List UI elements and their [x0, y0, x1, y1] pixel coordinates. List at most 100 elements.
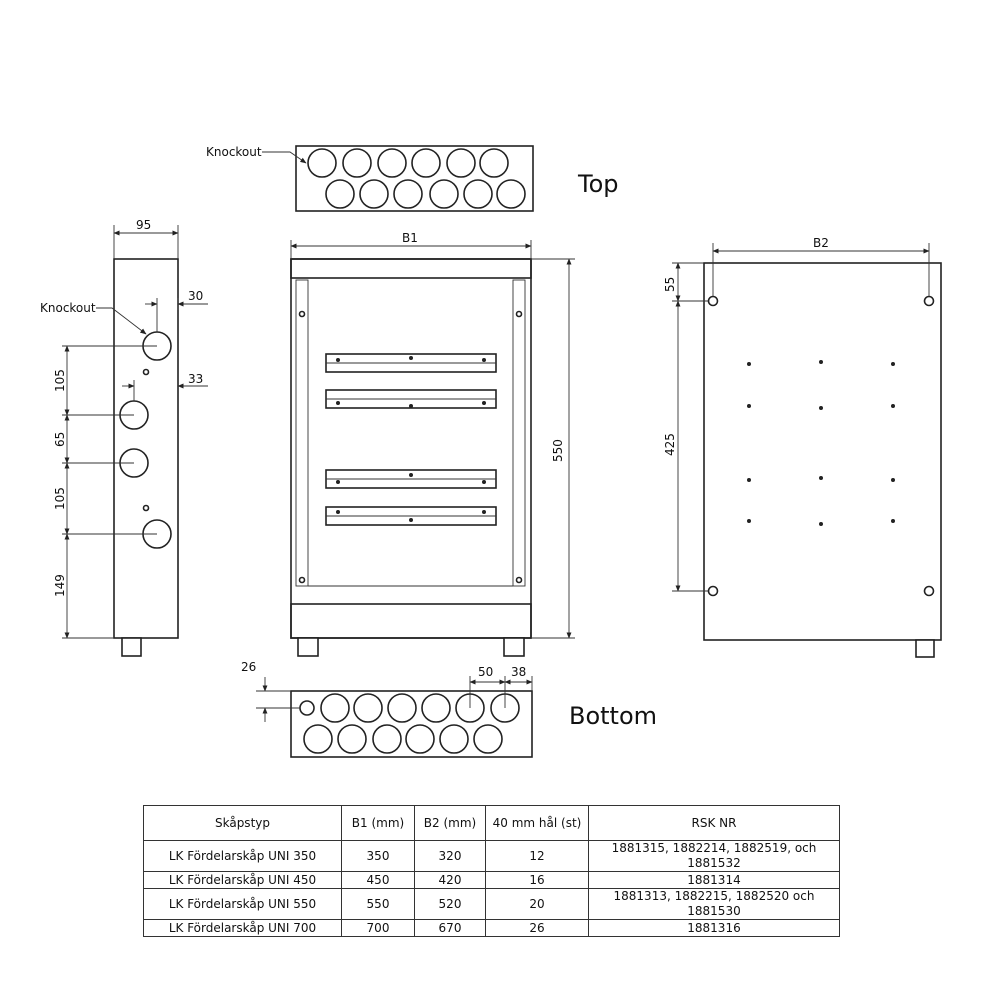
side-width-dim: 95 [136, 218, 151, 232]
knockout-hole [463, 179, 493, 209]
back-foot [915, 639, 935, 658]
bottom-dim-26: 26 [241, 660, 256, 674]
din-rail [325, 469, 497, 489]
cell-holes: 16 [485, 871, 589, 889]
back-mount-hole [707, 585, 719, 597]
cell-b2: 420 [414, 871, 486, 889]
cell-b1: 700 [341, 919, 415, 937]
top-view: Knockout Top [206, 145, 619, 212]
knockout-hole [303, 724, 333, 754]
knockout-hole [337, 724, 367, 754]
cell-rsk: 1881313, 1882215, 1882520 och 1881530 [588, 888, 840, 920]
table-row: LK Fördelarskåp UNI 450 450 420 16 18813… [143, 871, 840, 889]
top-knockout-holes [307, 148, 526, 209]
front-view: B1 550 [290, 231, 575, 657]
front-left-rail [295, 279, 309, 587]
side-view: 95 30 33 Knockout 105 65 105 [40, 218, 208, 657]
cell-b2: 320 [414, 840, 486, 872]
spec-table: Skåpstyp B1 (mm) B2 (mm) 40 mm hål (st) … [143, 805, 840, 937]
cell-b1: 550 [341, 888, 415, 920]
back-panel [703, 262, 942, 641]
side-dim-30: 30 [188, 289, 203, 303]
top-knockout-label: Knockout [206, 145, 262, 159]
col-header-skapstyp: Skåpstyp [143, 805, 342, 841]
back-b2-dim: B2 [813, 236, 829, 250]
knockout-hole [353, 693, 383, 723]
cell-holes: 26 [485, 919, 589, 937]
front-bottom-plinth [290, 603, 532, 639]
din-rail [325, 506, 497, 526]
cell-type: LK Fördelarskåp UNI 550 [143, 888, 342, 920]
col-header-rsk: RSK NR [588, 805, 840, 841]
bottom-small-hole [299, 700, 315, 716]
front-mount-hole [298, 310, 306, 318]
cabinet-technical-drawing: Knockout Top 95 30 33 Knockout [40, 145, 942, 758]
knockout-hole [377, 148, 407, 178]
bottom-view: 26 50 38 Bottom [241, 660, 657, 758]
table-row: LK Fördelarskåp UNI 550 550 520 20 18813… [143, 888, 840, 920]
back-dim-425: 425 [663, 433, 677, 456]
knockout-hole [387, 693, 417, 723]
back-mount-hole [707, 295, 719, 307]
front-foot [503, 637, 525, 657]
knockout-hole [446, 148, 476, 178]
col-header-holes: 40 mm hål (st) [485, 805, 589, 841]
back-dim-55: 55 [663, 277, 677, 292]
side-dim-105a: 105 [53, 369, 67, 392]
bottom-dim-38: 38 [511, 665, 526, 679]
knockout-hole [479, 148, 509, 178]
front-b1-dim: B1 [402, 231, 418, 245]
knockout-hole [342, 148, 372, 178]
cell-rsk: 1881316 [588, 919, 840, 937]
knockout-hole [405, 724, 435, 754]
side-small-hole [142, 368, 150, 376]
front-right-rail [512, 279, 526, 587]
table-header-row: Skåpstyp B1 (mm) B2 (mm) 40 mm hål (st) … [143, 805, 840, 841]
side-foot [121, 637, 142, 657]
front-top-rail [290, 258, 532, 279]
bottom-knockout-holes [303, 693, 520, 754]
knockout-hole [320, 693, 350, 723]
knockout-hole [429, 179, 459, 209]
front-mount-hole [515, 576, 523, 584]
knockout-hole [307, 148, 337, 178]
din-rail [325, 389, 497, 409]
back-mount-hole [923, 585, 935, 597]
front-mount-hole [298, 576, 306, 584]
bottom-view-title: Bottom [569, 702, 657, 730]
cell-b1: 450 [341, 871, 415, 889]
back-view: B2 55 425 [663, 236, 942, 658]
knockout-hole [325, 179, 355, 209]
cell-rsk: 1881314 [588, 871, 840, 889]
front-height-dim: 550 [551, 439, 565, 462]
knockout-hole [411, 148, 441, 178]
knockout-hole [372, 724, 402, 754]
back-mount-hole [923, 295, 935, 307]
cell-rsk: 1881315, 1882214, 1882519, och 1881532 [588, 840, 840, 872]
side-knockout-label: Knockout [40, 301, 96, 315]
cell-b1: 350 [341, 840, 415, 872]
front-foot [297, 637, 319, 657]
knockout-hole [473, 724, 503, 754]
cell-type: LK Fördelarskåp UNI 450 [143, 871, 342, 889]
side-dim-105b: 105 [53, 487, 67, 510]
table-row: LK Fördelarskåp UNI 350 350 320 12 18813… [143, 840, 840, 872]
cell-holes: 20 [485, 888, 589, 920]
front-frame [290, 258, 532, 639]
side-dim-65: 65 [53, 432, 67, 447]
cell-b2: 520 [414, 888, 486, 920]
back-dot-grid [747, 360, 895, 526]
top-view-title: Top [577, 170, 619, 198]
side-dim-149: 149 [53, 574, 67, 597]
cell-holes: 12 [485, 840, 589, 872]
side-small-hole [142, 504, 150, 512]
col-header-b1: B1 (mm) [341, 805, 415, 841]
knockout-hole [393, 179, 423, 209]
cell-b2: 670 [414, 919, 486, 937]
knockout-hole [439, 724, 469, 754]
table-row: LK Fördelarskåp UNI 700 700 670 26 18813… [143, 919, 840, 937]
bottom-dim-50: 50 [478, 665, 493, 679]
din-rail [325, 353, 497, 373]
knockout-hole [359, 179, 389, 209]
knockout-hole [421, 693, 451, 723]
